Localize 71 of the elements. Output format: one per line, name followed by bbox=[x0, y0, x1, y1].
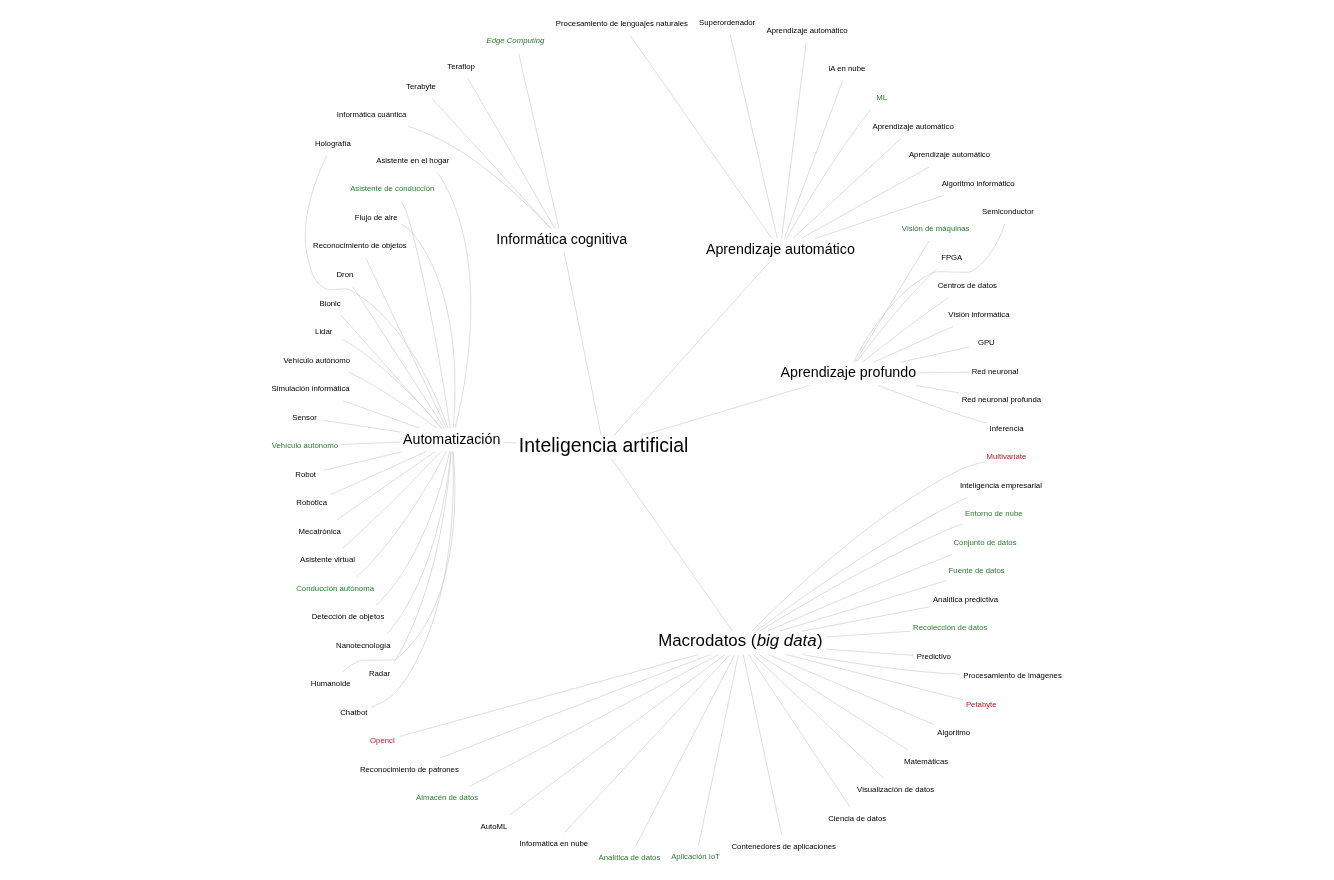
connector bbox=[853, 223, 1006, 362]
connector bbox=[779, 579, 947, 631]
connector bbox=[900, 346, 970, 362]
connector bbox=[801, 605, 931, 632]
connector bbox=[399, 653, 699, 737]
connector bbox=[375, 450, 450, 606]
connector bbox=[348, 371, 437, 428]
connector bbox=[856, 268, 937, 362]
node-text: Inteligencia artificial bbox=[518, 433, 689, 456]
connector bbox=[342, 450, 442, 549]
node-text: Macrodatos (big data) bbox=[658, 630, 823, 650]
connector bbox=[767, 553, 953, 631]
connector bbox=[814, 194, 944, 239]
connector bbox=[630, 34, 773, 239]
connector bbox=[509, 653, 726, 815]
connector bbox=[792, 137, 902, 239]
connector bbox=[343, 399, 420, 429]
connector bbox=[467, 77, 556, 229]
node-text: Aprendizaje profundo bbox=[780, 363, 917, 380]
connector bbox=[642, 384, 810, 436]
connector bbox=[439, 653, 711, 758]
connector bbox=[698, 653, 739, 846]
connector bbox=[743, 653, 783, 836]
connector bbox=[469, 653, 720, 787]
connector bbox=[862, 297, 949, 362]
connector bbox=[786, 653, 964, 700]
connector bbox=[752, 653, 885, 779]
connector bbox=[341, 450, 456, 672]
connector bbox=[751, 461, 985, 631]
connector bbox=[518, 52, 560, 229]
connector bbox=[730, 34, 778, 239]
connector bbox=[611, 458, 733, 631]
connector bbox=[825, 648, 915, 656]
connector bbox=[305, 154, 449, 428]
connector bbox=[365, 257, 447, 428]
connector bbox=[759, 523, 963, 631]
connector bbox=[400, 223, 456, 428]
connector bbox=[336, 450, 436, 520]
connector bbox=[915, 384, 960, 393]
node-text: Aprendizaje automático bbox=[705, 240, 855, 257]
connector bbox=[825, 630, 911, 637]
connector bbox=[613, 261, 770, 436]
connector bbox=[877, 384, 988, 423]
connector bbox=[800, 166, 930, 239]
connector bbox=[635, 653, 735, 846]
connector bbox=[408, 125, 552, 229]
connector bbox=[781, 41, 807, 239]
connector bbox=[352, 285, 445, 428]
connector bbox=[786, 109, 871, 239]
connector bbox=[758, 653, 909, 750]
connector bbox=[341, 338, 443, 428]
connector bbox=[563, 251, 602, 436]
connector bbox=[322, 419, 401, 432]
node-text: Automatización bbox=[402, 430, 501, 447]
connector bbox=[340, 314, 442, 428]
connector bbox=[356, 450, 447, 577]
connector bbox=[393, 450, 452, 663]
connector bbox=[802, 653, 961, 675]
connector bbox=[854, 240, 930, 362]
connector bbox=[784, 79, 843, 239]
connector bbox=[748, 653, 851, 807]
connector bbox=[371, 450, 454, 707]
connector bbox=[330, 450, 427, 495]
connector bbox=[564, 653, 731, 833]
connector bbox=[400, 200, 451, 428]
connector bbox=[323, 450, 403, 471]
connector bbox=[437, 171, 471, 429]
node-text: Informática cognitiva bbox=[496, 230, 628, 247]
connector bbox=[756, 496, 968, 631]
connector bbox=[768, 653, 935, 725]
connector bbox=[873, 325, 954, 362]
